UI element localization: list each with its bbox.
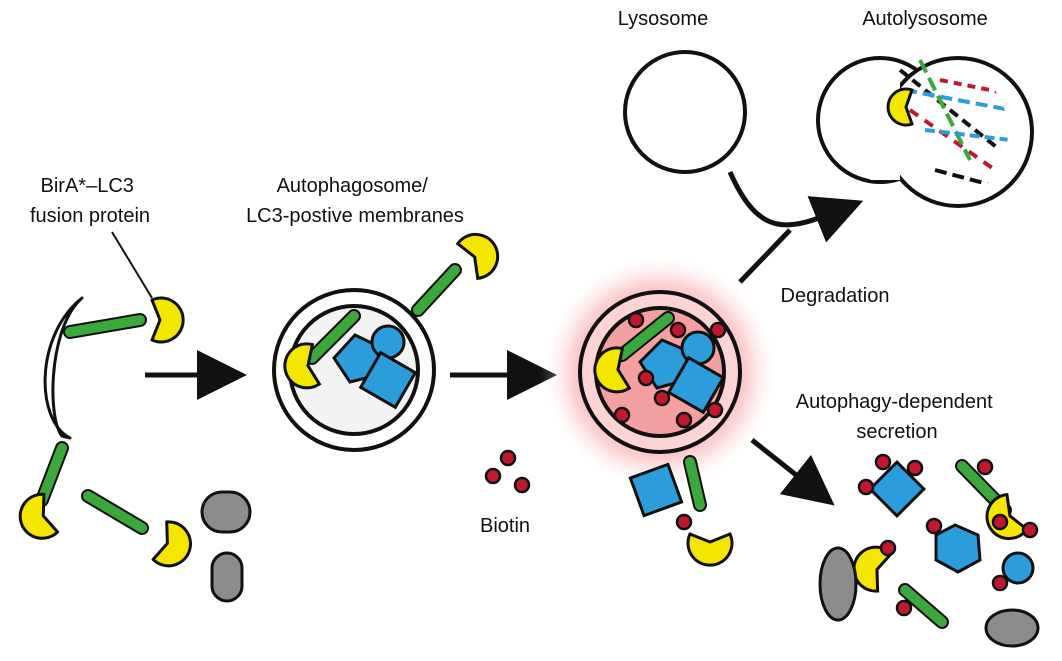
biotin-label: Biotin	[480, 515, 530, 537]
lysosome-label: Lysosome	[618, 8, 708, 30]
bira-pacman	[686, 532, 734, 567]
biotin-label-dots	[613, 311, 727, 429]
phagophore-membrane	[43, 296, 84, 440]
bira-pacman	[150, 296, 185, 344]
degradation-arrow-stem	[738, 228, 792, 284]
cargo-square	[358, 350, 418, 410]
secretion-label: Autophagy-dependent secretion	[796, 391, 998, 443]
degradation-label: Degradation	[781, 285, 890, 307]
autophagosome	[272, 288, 436, 452]
fusion-protein-free	[81, 489, 192, 568]
autophagosome-label: Autophagosome/ LC3-postive membranes	[246, 175, 464, 227]
bira-pacman	[18, 492, 60, 540]
lysosome	[623, 50, 747, 174]
cargo-circle	[370, 324, 406, 360]
biotin-molecules	[484, 449, 531, 494]
bira-pacman	[151, 520, 192, 568]
bira-pacman	[455, 232, 500, 280]
fusion-protein-membrane-upper	[63, 296, 185, 344]
labeled-fusion-protein-released	[628, 455, 734, 567]
label-leader-line	[111, 231, 153, 299]
degradation-arrow	[727, 170, 864, 243]
other-protein	[210, 551, 244, 603]
biotinylated-autophagosome	[578, 290, 742, 454]
bira-pacman	[593, 346, 632, 394]
secreted-proteins	[818, 453, 1040, 648]
autolysosome-label: Autolysosome	[862, 8, 988, 30]
autolysosome	[816, 56, 1034, 208]
fusion-protein-membrane-lower	[18, 441, 69, 540]
secretion-arrow	[750, 438, 835, 506]
bira-pacman	[283, 342, 322, 390]
other-protein	[200, 490, 252, 534]
bira-fragment	[886, 87, 914, 127]
fusion-protein-label: BirA*–LC3 fusion protein	[30, 175, 150, 227]
fusion-protein-outer	[411, 232, 500, 317]
